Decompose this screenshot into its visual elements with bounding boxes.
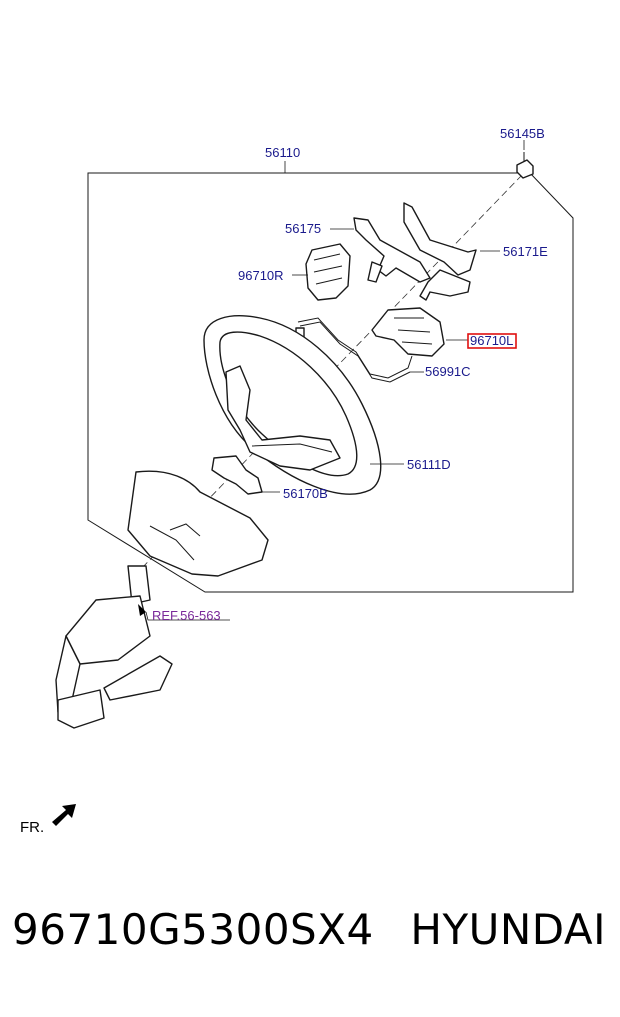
label-56170B: 56170B [283,486,328,501]
bolt-56145B [516,152,534,179]
label-56175: 56175 [285,221,321,236]
label-56991C: 56991C [425,364,471,379]
label-56171E: 56171E [503,244,548,259]
part-number: 96710G5300SX4 [12,905,374,954]
label-96710R: 96710R [238,268,284,283]
steering-column [55,565,173,729]
footer: 96710G5300SX4 HYUNDAI [0,905,620,985]
highlight-box-96710L [467,333,517,349]
front-direction-arrow [52,804,76,826]
label-96710L: 96710L [470,333,513,348]
brand-name: HYUNDAI [410,905,606,954]
steering-wheel-56111D [203,315,382,495]
label-56111D: 56111D [407,457,451,472]
cover-56170B [211,455,263,495]
parts-diagram: 56145B 56110 56175 56171E 96710R 96710L … [20,126,574,836]
label-56145B: 56145B [500,126,545,141]
switch-96710R [305,243,351,301]
switch-96710L [371,307,445,357]
label-ref: REF.56-563 [152,608,221,623]
lower-shroud [127,470,269,577]
label-fr: FR. [20,819,44,836]
ref-arrow [138,604,146,616]
cover-56171E [403,202,477,301]
cover-56175 [353,217,431,283]
label-56110: 56110 [265,145,300,160]
